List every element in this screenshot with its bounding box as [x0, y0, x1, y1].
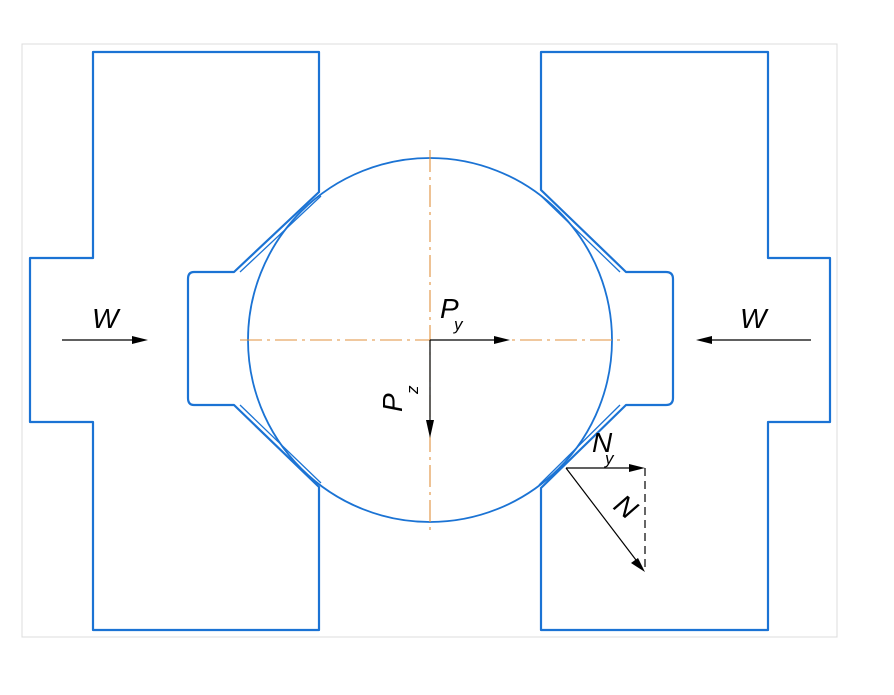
py-label: P [440, 293, 459, 324]
pz-subscript: z [403, 385, 422, 395]
ny-label: N [592, 427, 613, 458]
w-left-label: W [92, 303, 121, 334]
pz-label-group: P z [377, 385, 422, 412]
ny-arrowhead [629, 464, 645, 472]
w-right-arrowhead [696, 336, 712, 344]
w-right-label: W [740, 303, 769, 334]
right-jaw-outline [539, 50, 832, 632]
pz-label: P [377, 393, 408, 412]
left-chamfer-top [239, 195, 322, 273]
ny-subscript: y [604, 449, 615, 468]
py-arrowhead [494, 336, 510, 344]
n-label: N [608, 488, 644, 525]
n-arrowhead [631, 558, 645, 572]
drawing-frame [21, 43, 838, 638]
w-left-arrowhead [132, 336, 148, 344]
n-arrow-shaft [565, 467, 637, 561]
py-subscript: y [453, 315, 464, 334]
right-chamfer-top [538, 193, 621, 273]
left-jaw-outline [28, 50, 321, 632]
pz-arrowhead [426, 420, 434, 438]
n-label-group: N [608, 488, 644, 525]
